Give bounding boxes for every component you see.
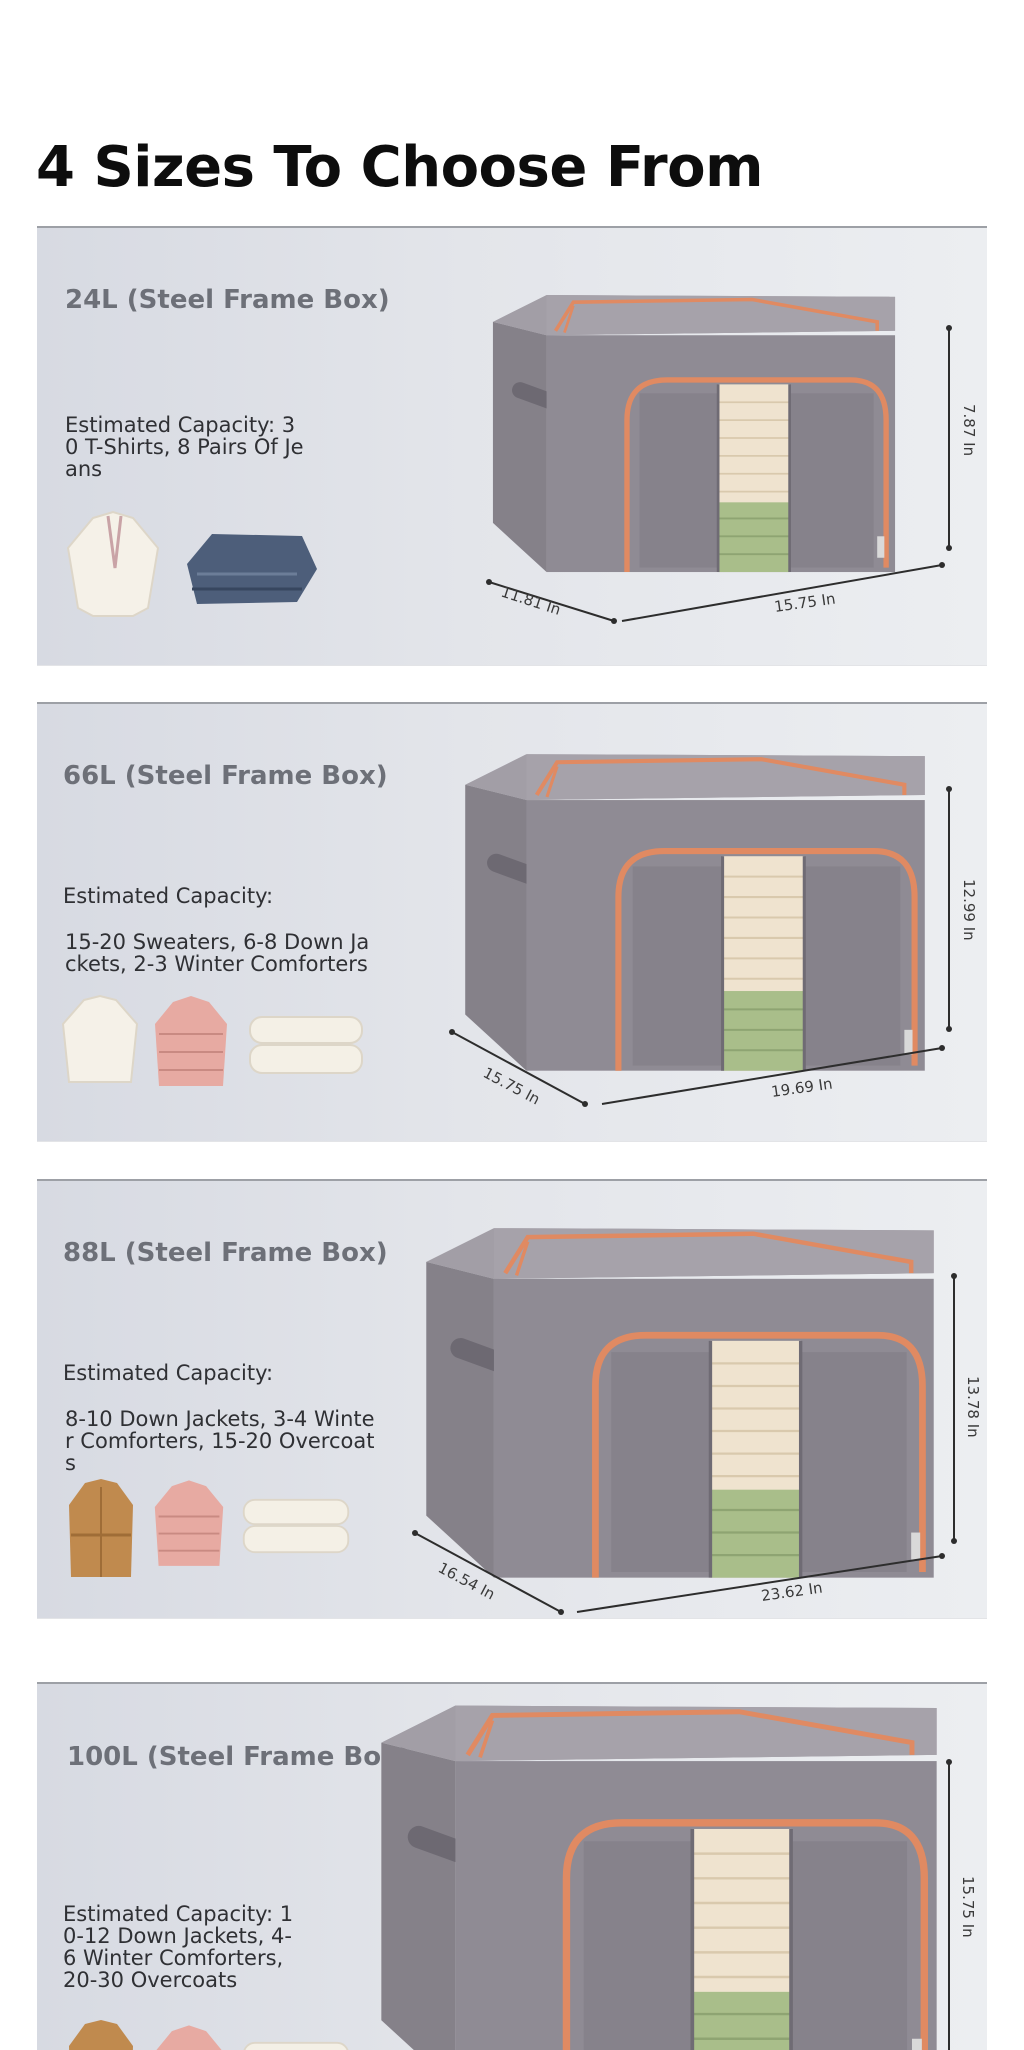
- product-name: 100L (Steel Frame Box): [67, 1742, 410, 1772]
- capacity-label: Estimated Capacity:: [63, 1361, 274, 1385]
- capacity-label: Estimated Capacity:: [63, 884, 274, 908]
- height-label: 13.78 In: [964, 1376, 982, 1438]
- dimension-lines: 15.75 In: [946, 1759, 977, 2050]
- down-jacket-icon: [154, 1480, 224, 1566]
- product-name: 88L (Steel Frame Box): [63, 1238, 388, 1268]
- depth-label: 11.81 In: [499, 583, 563, 619]
- dimension-lines: 15.75 In 19.69 In 12.99 In: [449, 786, 978, 1109]
- product-panel-66l: 66L (Steel Frame Box) Estimated Capacity…: [37, 702, 987, 1142]
- depth-label: 16.54 In: [435, 1559, 498, 1604]
- product-panel-24l: 24L (Steel Frame Box) Estimated Capacity…: [37, 226, 987, 666]
- capacity-items: 15-20 Sweaters, 6-8 Down Jackets, 2-3 Wi…: [65, 930, 370, 976]
- height-label: 7.87 In: [960, 404, 978, 456]
- product-name: 66L (Steel Frame Box): [63, 761, 388, 791]
- page-title: 4 Sizes To Choose From: [36, 135, 763, 200]
- depth-label: 15.75 In: [480, 1064, 543, 1109]
- down-jacket-icon: [156, 2025, 222, 2050]
- product-panel-88l: 88L (Steel Frame Box) Estimated Capacity…: [37, 1179, 987, 1619]
- capacity-items: 8-10 Down Jackets, 3-4 Winter Comforters…: [65, 1407, 375, 1475]
- overcoat-icon: [69, 2020, 133, 2050]
- width-label: 19.69 In: [770, 1075, 834, 1101]
- dimension-lines: 16.54 In 23.62 In 13.78 In: [412, 1273, 982, 1615]
- white-shirt-icon: [66, 510, 160, 617]
- capacity-text: Estimated Capacity: 30 T-Shirts, 8 Pairs…: [65, 413, 304, 481]
- dimension-lines: 11.81 In 15.75 In 7.87 In: [486, 325, 978, 624]
- product-panel-100l: 100L (Steel Frame Box) Estimated Capacit…: [37, 1682, 987, 2050]
- product-name: 24L (Steel Frame Box): [65, 285, 390, 315]
- overcoat-icon: [69, 1479, 133, 1577]
- capacity-text: Estimated Capacity: 10-12 Down Jackets, …: [63, 1902, 294, 1992]
- sweater-icon: [61, 994, 139, 1083]
- down-jacket-icon: [155, 996, 227, 1086]
- folded-jeans-icon: [187, 534, 317, 604]
- height-label: 15.75 In: [959, 1876, 977, 1938]
- comforter-icon: [242, 1498, 350, 1554]
- height-label: 12.99 In: [960, 879, 978, 941]
- comforter-icon: [249, 1016, 363, 1074]
